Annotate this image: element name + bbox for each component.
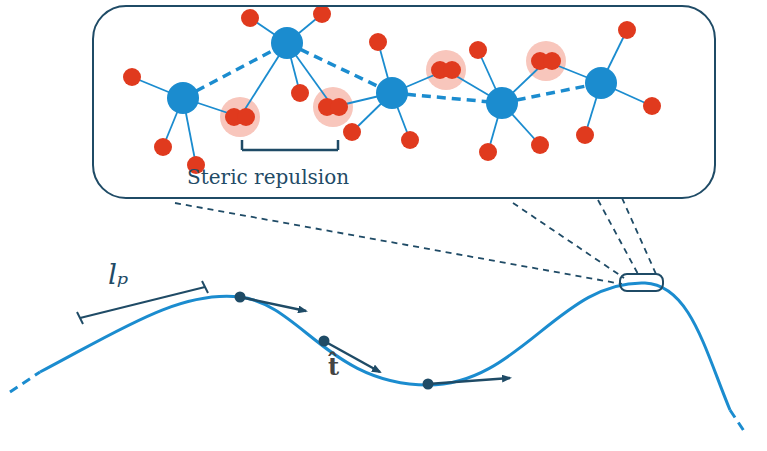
side-atom bbox=[531, 136, 549, 154]
side-atom bbox=[241, 9, 259, 27]
side-atom bbox=[237, 108, 255, 126]
zoom-leader bbox=[175, 198, 656, 284]
side-atom bbox=[330, 98, 348, 116]
side-atom bbox=[313, 5, 331, 23]
repulsion-halo bbox=[220, 97, 260, 137]
side-atom bbox=[123, 68, 141, 86]
repulsion-bracket bbox=[242, 140, 338, 150]
side-atom bbox=[469, 41, 487, 59]
side-atom bbox=[576, 126, 594, 144]
backbone-atom bbox=[167, 82, 199, 114]
side-atom bbox=[343, 123, 361, 141]
annotation-text: Steric repulsion bbox=[187, 165, 349, 189]
polymer-chain-end bbox=[10, 372, 746, 434]
repulsion-halo bbox=[426, 50, 466, 90]
side-atom bbox=[643, 97, 661, 115]
tangent-vector bbox=[235, 292, 511, 390]
backbone-atom bbox=[376, 77, 408, 109]
backbone-bond bbox=[392, 93, 502, 103]
zoom-box bbox=[620, 274, 663, 291]
side-atom bbox=[401, 131, 419, 149]
zoom-capsule: Steric repulsion bbox=[92, 5, 716, 199]
side-atom bbox=[154, 138, 172, 156]
polymer-chain bbox=[40, 283, 730, 410]
side-atom bbox=[369, 33, 387, 51]
backbone-atom bbox=[585, 67, 617, 99]
repulsion-halo bbox=[313, 87, 353, 127]
length-bracket bbox=[77, 281, 208, 324]
side-atom bbox=[443, 61, 461, 79]
backbone-atom bbox=[271, 27, 303, 59]
length-label: lₚ bbox=[108, 258, 128, 291]
side-atom bbox=[618, 21, 636, 39]
side-atom bbox=[543, 52, 561, 70]
side-atom bbox=[291, 84, 309, 102]
vector-label: t̂ bbox=[328, 352, 339, 381]
backbone-atom bbox=[486, 87, 518, 119]
molecule-detail bbox=[123, 5, 661, 174]
backbone-bond bbox=[183, 43, 287, 98]
side-atom bbox=[479, 143, 497, 161]
